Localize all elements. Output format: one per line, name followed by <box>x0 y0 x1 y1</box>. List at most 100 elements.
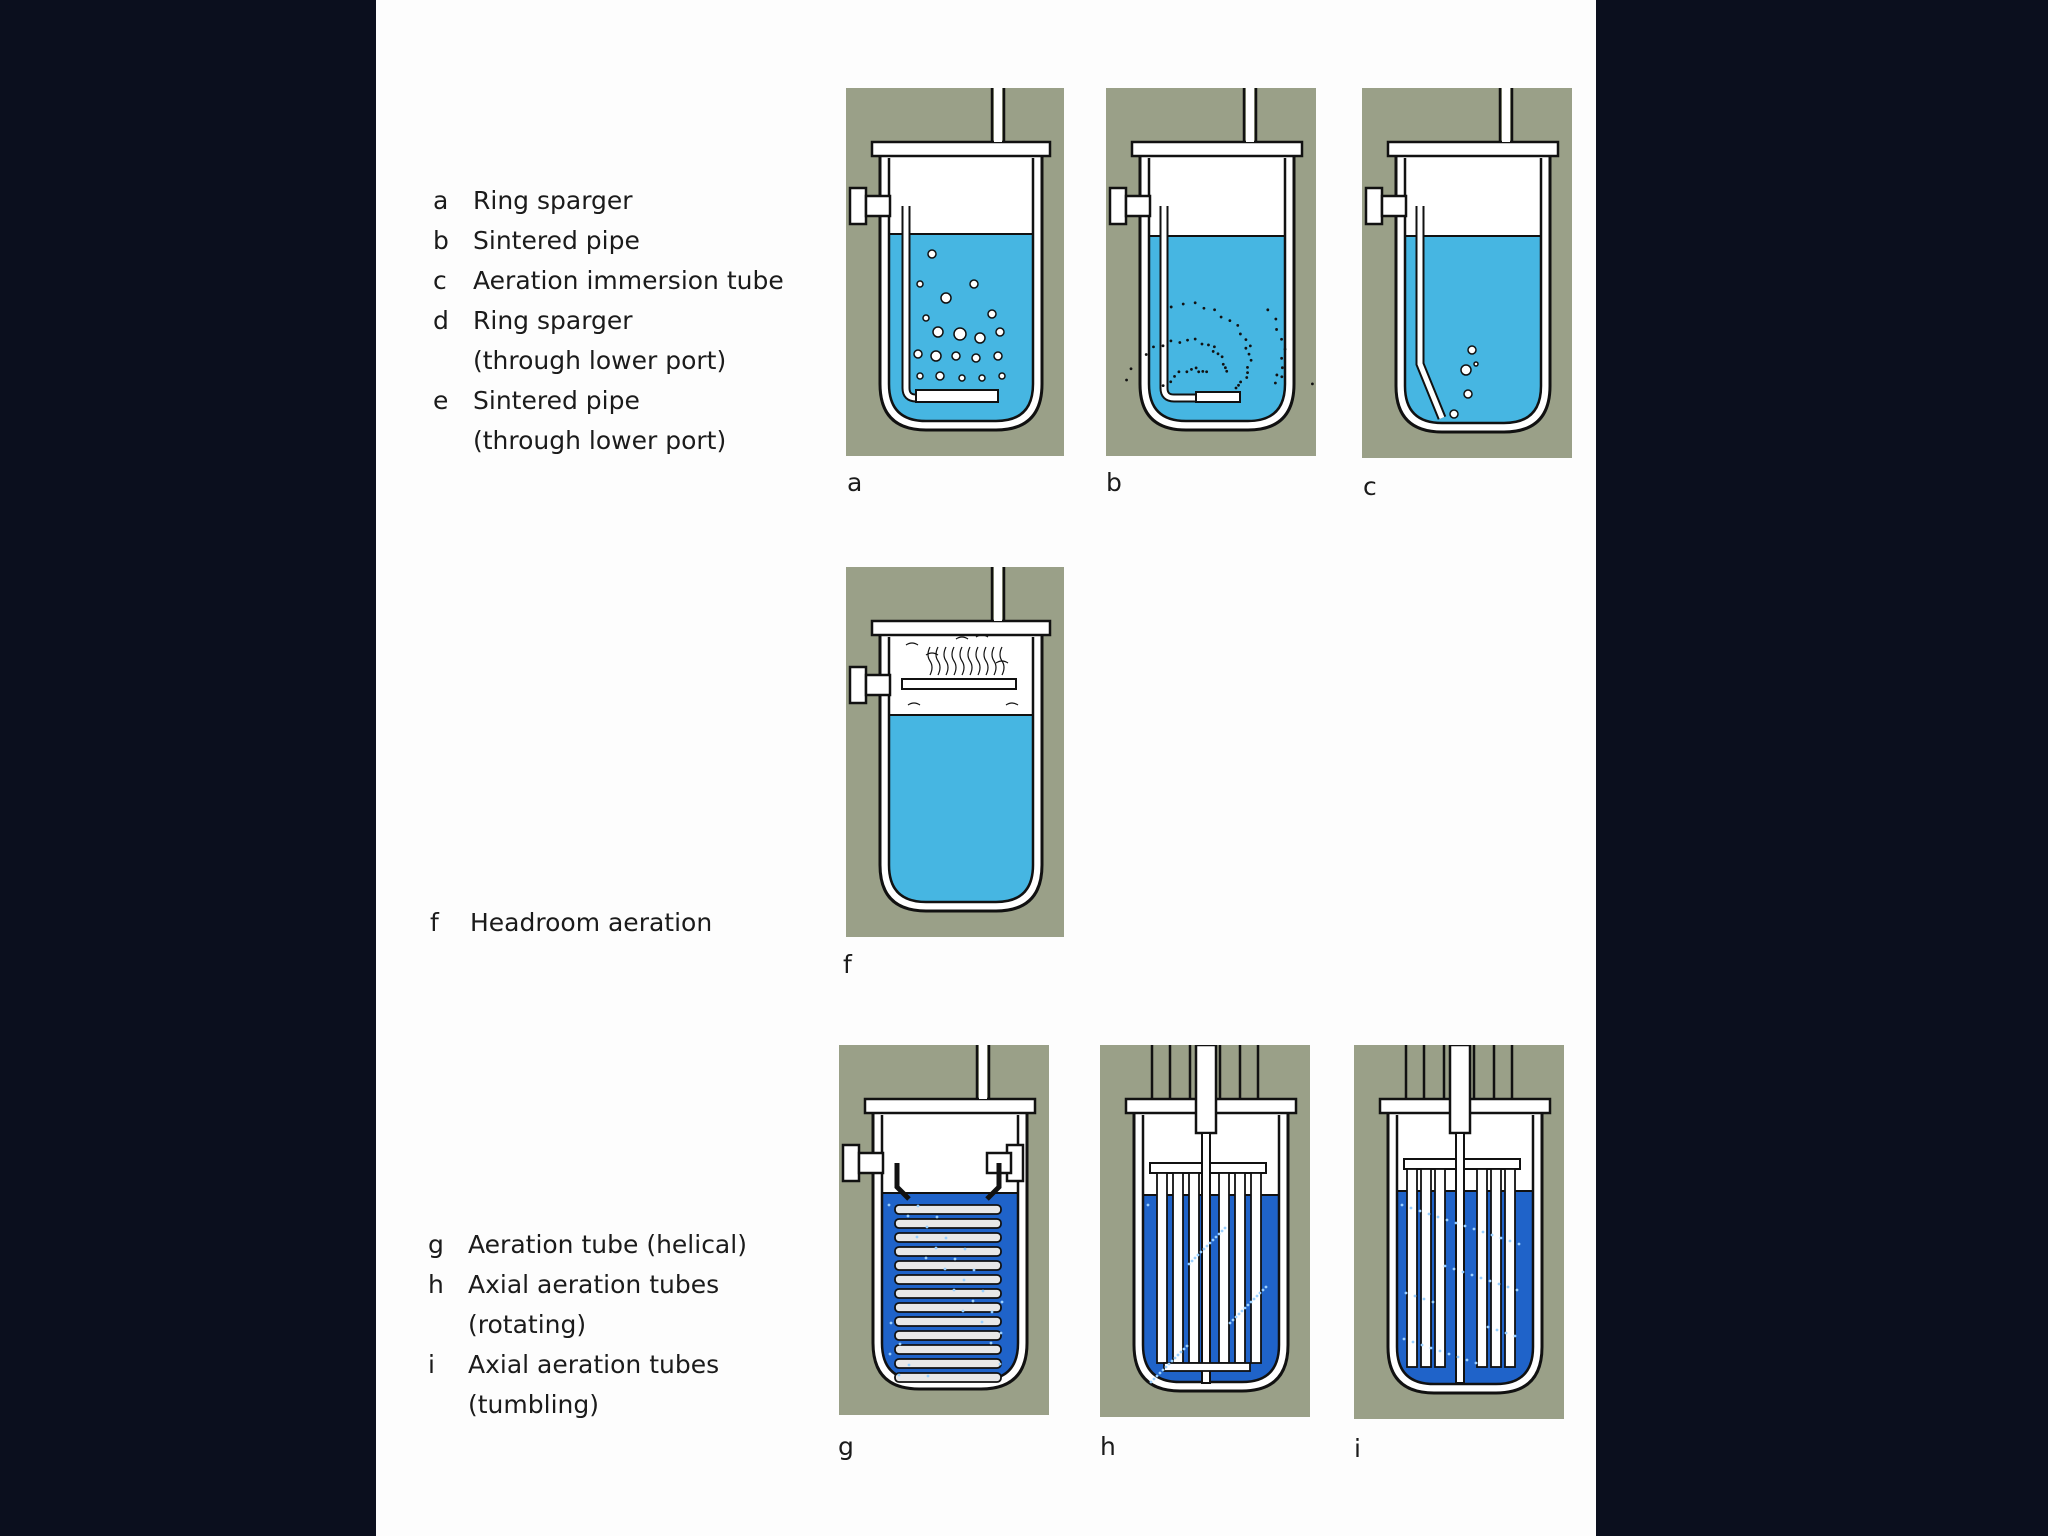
gas-bubble <box>1473 361 1479 367</box>
gas-bubble <box>1467 345 1477 355</box>
legend-text: (rotating) <box>468 1310 587 1339</box>
gas-bubble <box>930 350 942 362</box>
legend-item-e-cont: (through lower port) <box>433 421 784 461</box>
fine-bubble <box>1495 1328 1499 1332</box>
fine-bubble <box>1474 1361 1478 1365</box>
fine-bubble <box>1194 366 1198 370</box>
fine-bubble <box>1481 1230 1485 1234</box>
fine-bubble <box>1255 1294 1259 1298</box>
fine-bubble <box>1219 315 1223 319</box>
fine-bubble <box>1152 345 1155 349</box>
vessel-panel-g <box>839 1045 1049 1415</box>
fine-bubble <box>1181 302 1185 306</box>
fine-bubble <box>1420 1343 1424 1347</box>
gas-bubble <box>913 349 923 359</box>
legend-item-h-cont: (rotating) <box>428 1305 747 1345</box>
fine-bubble <box>889 1321 893 1325</box>
vessel-inner-wall <box>1147 158 1287 423</box>
gas-stream <box>927 646 933 676</box>
legend-item-d-cont: (through lower port) <box>433 341 784 381</box>
helical-coil-turn <box>894 1288 1002 1299</box>
fine-bubble <box>1228 319 1232 323</box>
axial-aeration-tube <box>1172 1172 1184 1364</box>
axial-aeration-tube <box>1504 1168 1516 1368</box>
legend-text: (tumbling) <box>468 1390 599 1419</box>
fine-bubble <box>1472 1227 1476 1231</box>
legend-item-c: c Aeration immersion tube <box>433 261 784 301</box>
legend-item-h: h Axial aeration tubes <box>428 1265 747 1305</box>
fine-bubble <box>888 1352 892 1356</box>
legend-text: Sintered pipe <box>473 226 640 255</box>
fine-bubble <box>1149 1380 1153 1384</box>
drive-shaft-housing <box>1448 1045 1472 1135</box>
fine-bubble <box>961 1309 965 1313</box>
legend-letter: a <box>433 186 449 215</box>
gas-bubble <box>916 372 924 380</box>
legend-item-b: b Sintered pipe <box>433 221 784 261</box>
legend-text: Ring sparger <box>473 306 633 335</box>
fine-bubble <box>1490 1233 1494 1237</box>
side-port-neck <box>857 1151 885 1175</box>
axial-aeration-tube <box>1420 1168 1432 1368</box>
fine-bubble <box>1158 1371 1162 1375</box>
vessel-headroom-aeration <box>846 567 1064 937</box>
fine-bubble <box>1431 1300 1435 1304</box>
fine-bubble <box>971 1299 975 1303</box>
gas-bubble <box>932 326 944 338</box>
fine-bubble <box>1266 308 1270 312</box>
gas-stream <box>967 646 973 676</box>
fine-bubble <box>1208 1241 1212 1245</box>
side-port-neck <box>864 194 892 218</box>
vessel-axial-rotating <box>1100 1045 1310 1417</box>
fine-bubble <box>1144 353 1148 356</box>
vessel-panel-i <box>1354 1045 1564 1419</box>
fine-bubble <box>1463 1224 1467 1228</box>
exhaust-pipe-bore <box>979 1045 987 1099</box>
vessel-lid <box>1130 140 1304 158</box>
gas-stream <box>983 646 989 676</box>
gas-bubble <box>953 327 967 341</box>
legend-letter: b <box>433 226 449 255</box>
fine-bubble <box>906 1214 910 1218</box>
fine-bubble <box>1515 1288 1519 1292</box>
fine-bubble <box>1470 1273 1474 1277</box>
fine-bubble <box>998 1362 1002 1366</box>
fine-bubble <box>1138 361 1142 365</box>
legend-text: Ring sparger <box>473 186 633 215</box>
vessel-outer-wall <box>1132 1107 1290 1393</box>
fine-bubble <box>1452 1267 1456 1271</box>
ring-sparger <box>915 389 999 403</box>
fine-bubble <box>1216 352 1220 356</box>
fine-bubble <box>1427 1212 1431 1216</box>
side-port-flange <box>1108 186 1128 226</box>
fine-bubble <box>944 1236 948 1240</box>
legend-letter: i <box>428 1350 435 1379</box>
fine-bubble <box>924 1256 928 1260</box>
fine-bubble <box>1402 1337 1406 1341</box>
exhaust-pipe-bore <box>994 88 1002 142</box>
fine-bubble <box>1275 373 1279 377</box>
gas-stream <box>991 646 997 676</box>
gas-bubble <box>927 249 937 259</box>
exhaust-pipe <box>975 1045 991 1099</box>
fine-bubble <box>1212 345 1216 349</box>
fine-bubble <box>1409 1206 1413 1210</box>
gas-bubble <box>993 351 1003 361</box>
fine-bubble <box>1411 1340 1415 1344</box>
fine-bubble <box>1211 350 1215 353</box>
fine-bubble <box>1506 1285 1510 1289</box>
fine-bubble <box>1243 1306 1247 1310</box>
fine-bubble <box>1244 338 1248 342</box>
legend-item-e: e Sintered pipe <box>433 381 784 421</box>
fine-bubble <box>981 1289 985 1293</box>
legend-letter: g <box>428 1230 444 1259</box>
fine-bubble <box>1161 1368 1165 1372</box>
fine-bubble <box>1217 1232 1221 1236</box>
gas-swirl <box>975 634 989 638</box>
vessel-outer-wall <box>878 629 1044 913</box>
axial-aeration-tube <box>1218 1172 1230 1364</box>
fine-bubble <box>1261 1288 1265 1292</box>
vessel-lid <box>863 1097 1037 1115</box>
fine-bubble <box>1311 382 1314 386</box>
panel-label-f: f <box>843 950 852 979</box>
